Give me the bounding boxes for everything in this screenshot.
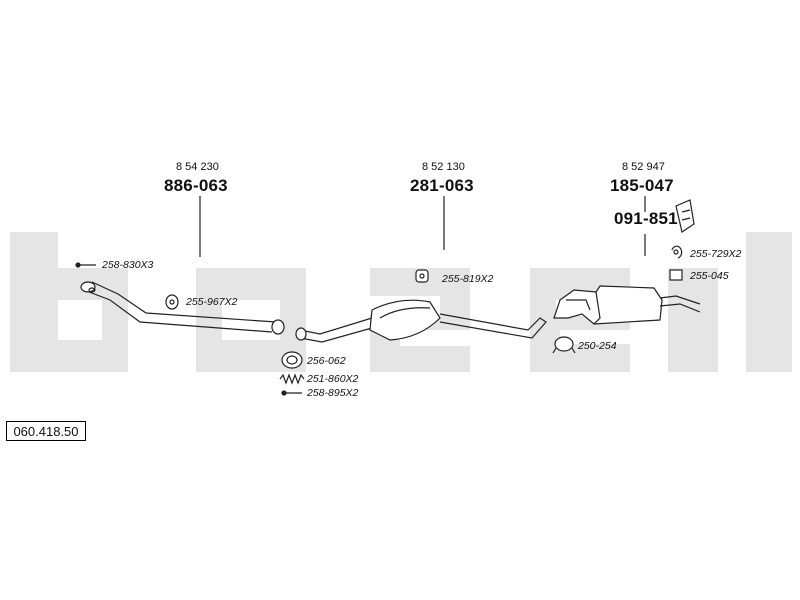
- bolt-258-895X2: [281, 390, 302, 396]
- fitting-label-258-830X3[interactable]: 258-830X3: [102, 259, 154, 271]
- fitting-label-251-860X2[interactable]: 251-860X2: [307, 373, 359, 385]
- fitting-label-255-967X2[interactable]: 255-967X2: [186, 296, 238, 308]
- gasket-256-062: [281, 351, 303, 369]
- fitting-label-255-819X2[interactable]: 255-819X2: [442, 273, 494, 285]
- center-silencer-281-063: [295, 299, 547, 343]
- drawing-code: 060.418.50: [13, 423, 79, 439]
- fitting-label-255-729X2[interactable]: 255-729X2: [690, 248, 742, 260]
- part-number-281-063[interactable]: 281-063: [410, 176, 474, 195]
- spring-251-860X2: [279, 373, 305, 385]
- fitting-label-255-045[interactable]: 255-045: [690, 270, 729, 282]
- fitting-label-256-062[interactable]: 256-062: [307, 355, 346, 367]
- part-number-091-851[interactable]: 091-851: [614, 209, 678, 228]
- rubber-ring-255-729X2: [671, 245, 683, 259]
- clamp-250-254: [552, 336, 576, 354]
- part-number-185-047[interactable]: 185-047: [610, 176, 674, 195]
- rubber-mount-255-819X2: [415, 269, 429, 283]
- ref-number-886-063: 8 54 230: [176, 161, 219, 173]
- rubber-mount-255-967X2: [165, 294, 179, 310]
- front-pipe-886-063: [80, 281, 285, 335]
- ref-number-185-047: 8 52 947: [622, 161, 665, 173]
- bolt-258-830X3: [75, 262, 96, 268]
- part-number-886-063[interactable]: 886-063: [164, 176, 228, 195]
- drawing-code-box: 060.418.50: [6, 421, 86, 441]
- rear-silencer-185-047: [553, 285, 701, 325]
- ref-number-281-063: 8 52 130: [422, 161, 465, 173]
- heat-shield-091-851: [675, 199, 695, 233]
- fitting-label-258-895X2[interactable]: 258-895X2: [307, 387, 359, 399]
- fitting-label-250-254[interactable]: 250-254: [578, 340, 617, 352]
- bracket-255-045: [669, 269, 683, 281]
